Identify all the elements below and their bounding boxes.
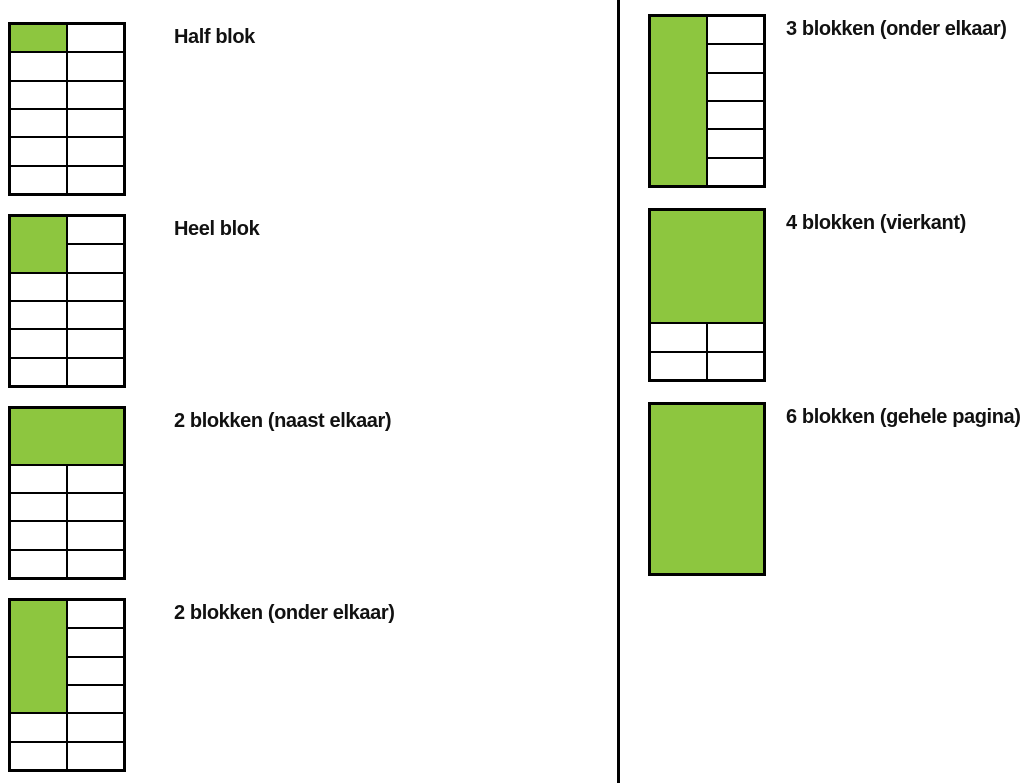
- grid-cell: [67, 685, 124, 714]
- ad-area-highlight: [650, 404, 764, 574]
- grid-cell: [67, 301, 124, 330]
- grid-cell: [10, 165, 67, 194]
- grid-cell: [10, 493, 67, 522]
- grid-cell: [67, 357, 124, 386]
- grid-cell: [67, 52, 124, 81]
- grid-cell: [10, 521, 67, 550]
- grid-cell: [67, 600, 124, 629]
- grid-cells: [10, 24, 124, 194]
- ad-area-highlight: [10, 216, 67, 273]
- grid-cell: [10, 464, 67, 493]
- grid-cell: [67, 549, 124, 578]
- grid-cell: [10, 109, 67, 138]
- grid-cell: [67, 329, 124, 358]
- grid-cell: [10, 272, 67, 301]
- grid-cell: [707, 351, 764, 380]
- grid-cell: [650, 323, 707, 352]
- grid-cell: [67, 216, 124, 245]
- grid-cell: [67, 741, 124, 770]
- grid-cell: [67, 521, 124, 550]
- ad-area-highlight: [650, 210, 764, 324]
- diagram-label: 2 blokken (onder elkaar): [174, 602, 395, 624]
- grid-cell: [707, 16, 764, 45]
- column-left: Half blok Heel blok 2 blokken (naast elk…: [8, 0, 395, 772]
- ad-area-highlight: [650, 16, 707, 186]
- ad-area-highlight: [10, 408, 124, 465]
- grid-cell: [707, 129, 764, 158]
- grid-cell: [67, 137, 124, 166]
- diagram-label: 2 blokken (naast elkaar): [174, 410, 392, 432]
- grid-cell: [67, 272, 124, 301]
- diagram-label: 4 blokken (vierkant): [786, 212, 966, 234]
- diagram-label: 3 blokken (onder elkaar): [786, 18, 1007, 40]
- ad-area-highlight: [10, 24, 67, 53]
- page-grid-figure: [8, 214, 126, 388]
- grid-cell: [707, 157, 764, 186]
- grid-cell: [67, 80, 124, 109]
- grid-cell: [10, 52, 67, 81]
- diagram-3-blokken-onder-elkaar: 3 blokken (onder elkaar): [648, 14, 1021, 188]
- grid-cell: [67, 24, 124, 53]
- grid-cell: [707, 323, 764, 352]
- grid-cell: [67, 628, 124, 657]
- grid-cell: [10, 713, 67, 742]
- grid-cell: [67, 656, 124, 685]
- grid-cell: [67, 713, 124, 742]
- page-grid-figure: [8, 22, 126, 196]
- grid-cell: [10, 329, 67, 358]
- grid-cell: [650, 351, 707, 380]
- page-grid-figure: [648, 402, 766, 576]
- diagram-4-blokken-vierkant: 4 blokken (vierkant): [648, 208, 1021, 382]
- grid-cell: [67, 244, 124, 273]
- grid-cell: [707, 44, 764, 73]
- diagram-label: 6 blokken (gehele pagina): [786, 406, 1021, 428]
- column-right: 3 blokken (onder elkaar) 4 blokken (vier…: [648, 0, 1021, 576]
- ad-area-highlight: [10, 600, 67, 714]
- vertical-divider: [617, 0, 620, 783]
- grid-cell: [10, 357, 67, 386]
- grid-cell: [10, 549, 67, 578]
- grid-cell: [707, 72, 764, 101]
- diagram-2-blokken-onder-elkaar: 2 blokken (onder elkaar): [8, 598, 395, 772]
- grid-cell: [67, 464, 124, 493]
- page-grid-figure: [648, 14, 766, 188]
- diagram-label: Heel blok: [174, 218, 260, 240]
- grid-cell: [10, 137, 67, 166]
- grid-cell: [10, 80, 67, 109]
- page-grid-figure: [8, 598, 126, 772]
- grid-cell: [67, 109, 124, 138]
- grid-cell: [707, 101, 764, 130]
- diagram-6-blokken-gehele-pagina: 6 blokken (gehele pagina): [648, 402, 1021, 576]
- page-grid-figure: [8, 406, 126, 580]
- diagram-2-blokken-naast-elkaar: 2 blokken (naast elkaar): [8, 406, 394, 580]
- grid-cell: [10, 741, 67, 770]
- grid-cell: [67, 493, 124, 522]
- grid-cell: [10, 301, 67, 330]
- diagram-half-blok: Half blok: [8, 22, 394, 196]
- grid-cells: [10, 216, 124, 386]
- grid-cell: [67, 165, 124, 194]
- diagram-heel-blok: Heel blok: [8, 214, 394, 388]
- page-grid-figure: [648, 208, 766, 382]
- diagram-label: Half blok: [174, 26, 255, 48]
